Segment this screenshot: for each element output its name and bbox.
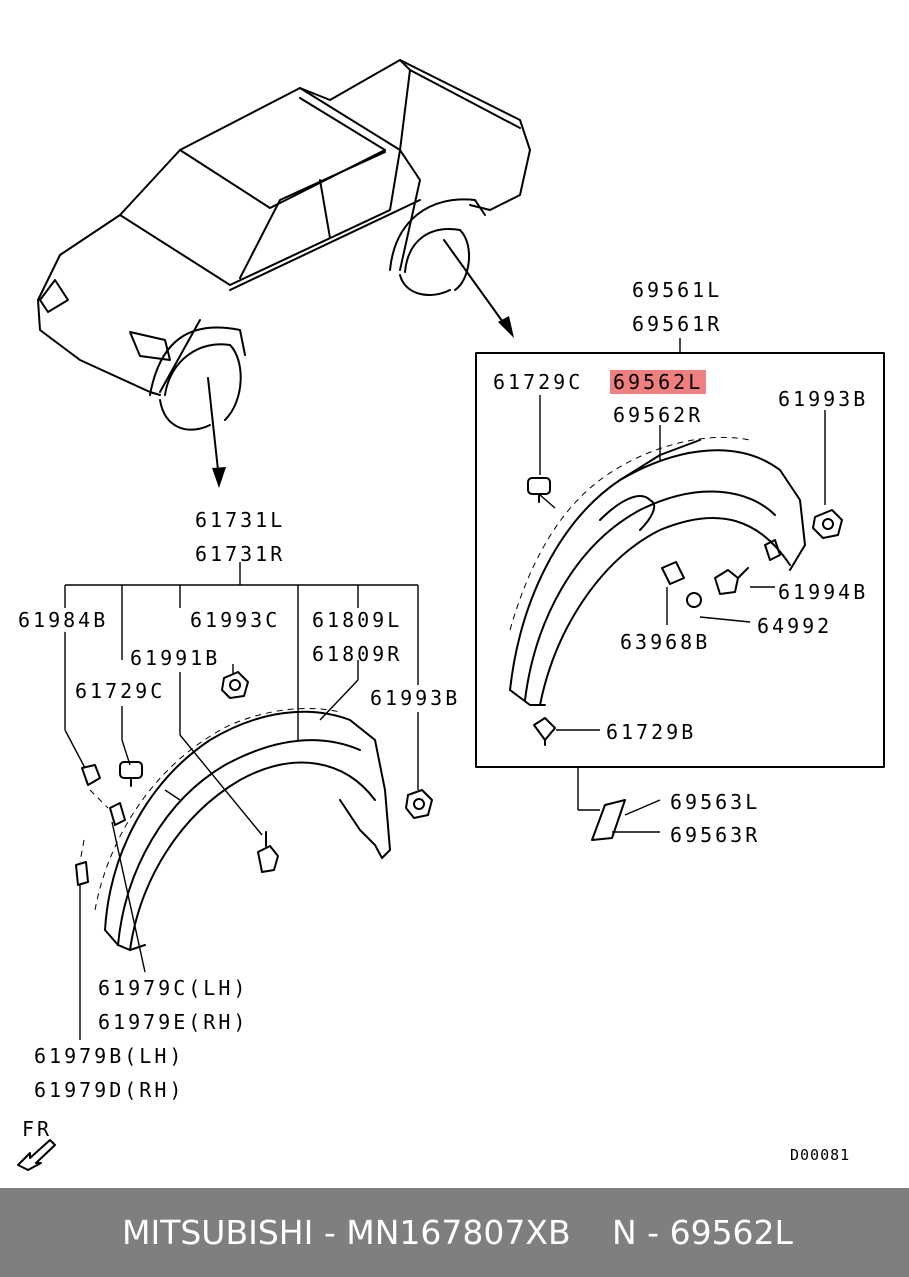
diagram-id: D00081 [790, 1146, 851, 1164]
washer-64992 [686, 592, 702, 608]
front-fender-group [64, 562, 433, 1040]
bracket-61979B [75, 861, 89, 886]
label-61993B-front[interactable]: 61993B [370, 686, 461, 710]
label-61979D[interactable]: 61979D(RH) [34, 1078, 185, 1102]
front-indicator-label: FR [22, 1117, 53, 1141]
label-64992[interactable]: 64992 [757, 614, 833, 638]
label-61993C[interactable]: 61993C [190, 608, 281, 632]
label-61731L[interactable]: 61731L [195, 508, 286, 532]
parts-diagram: 69561L 69561R 61729C 69562L 69562R 61993… [17, 59, 885, 1171]
label-69561R[interactable]: 69561R [632, 312, 723, 336]
label-61984B[interactable]: 61984B [18, 608, 109, 632]
footer-ref: N - 69562L [612, 1213, 793, 1252]
label-61994B[interactable]: 61994B [778, 580, 869, 604]
label-63968B[interactable]: 63968B [620, 630, 711, 654]
clip-61729C-front [119, 761, 143, 787]
label-61729B[interactable]: 61729B [606, 720, 697, 744]
label-61729C-front[interactable]: 61729C [75, 679, 166, 703]
label-61991B[interactable]: 61991B [130, 646, 221, 670]
truck-illustration [37, 59, 531, 488]
nut-61993C [221, 671, 249, 699]
label-69562L-highlight[interactable]: 69562L [610, 370, 707, 394]
footer-bar: MITSUBISHI - MN167807XB N - 69562L [0, 1188, 909, 1277]
front-direction-arrow [17, 1139, 56, 1171]
clip-61729C-rear [527, 477, 551, 503]
label-69563L[interactable]: 69563L [670, 790, 761, 814]
clip-61991B [257, 831, 279, 873]
nut-61993B-rear [812, 509, 843, 539]
label-61979E[interactable]: 61979E(RH) [98, 1010, 249, 1034]
label-61809R[interactable]: 61809R [312, 642, 403, 666]
label-61729C-rear[interactable]: 61729C [493, 370, 584, 394]
label-61979C[interactable]: 61979C(LH) [98, 976, 249, 1000]
label-61809L[interactable]: 61809L [312, 608, 403, 632]
bolt-61994B [714, 567, 749, 595]
bracket-61979C [109, 802, 126, 826]
rear-fender-group [475, 338, 885, 841]
clip-61729B [533, 717, 556, 746]
nut-61993B-front [405, 789, 433, 819]
label-69562R[interactable]: 69562R [613, 403, 704, 427]
label-69563R[interactable]: 69563R [670, 823, 761, 847]
clip-61984B [81, 764, 101, 786]
strip-69563 [591, 799, 626, 841]
label-69562L[interactable]: 69562L [610, 370, 707, 394]
label-61979B[interactable]: 61979B(LH) [34, 1044, 185, 1068]
diagram-drawing [17, 59, 885, 1171]
label-61993B-rear[interactable]: 61993B [778, 387, 869, 411]
footer-text: MITSUBISHI - MN167807XB N - 69562L [0, 1188, 909, 1277]
label-69561L[interactable]: 69561L [632, 278, 723, 302]
clip-63968B [661, 561, 685, 585]
footer-brand-part: MITSUBISHI - MN167807XB [122, 1213, 571, 1252]
label-61731R[interactable]: 61731R [195, 542, 286, 566]
